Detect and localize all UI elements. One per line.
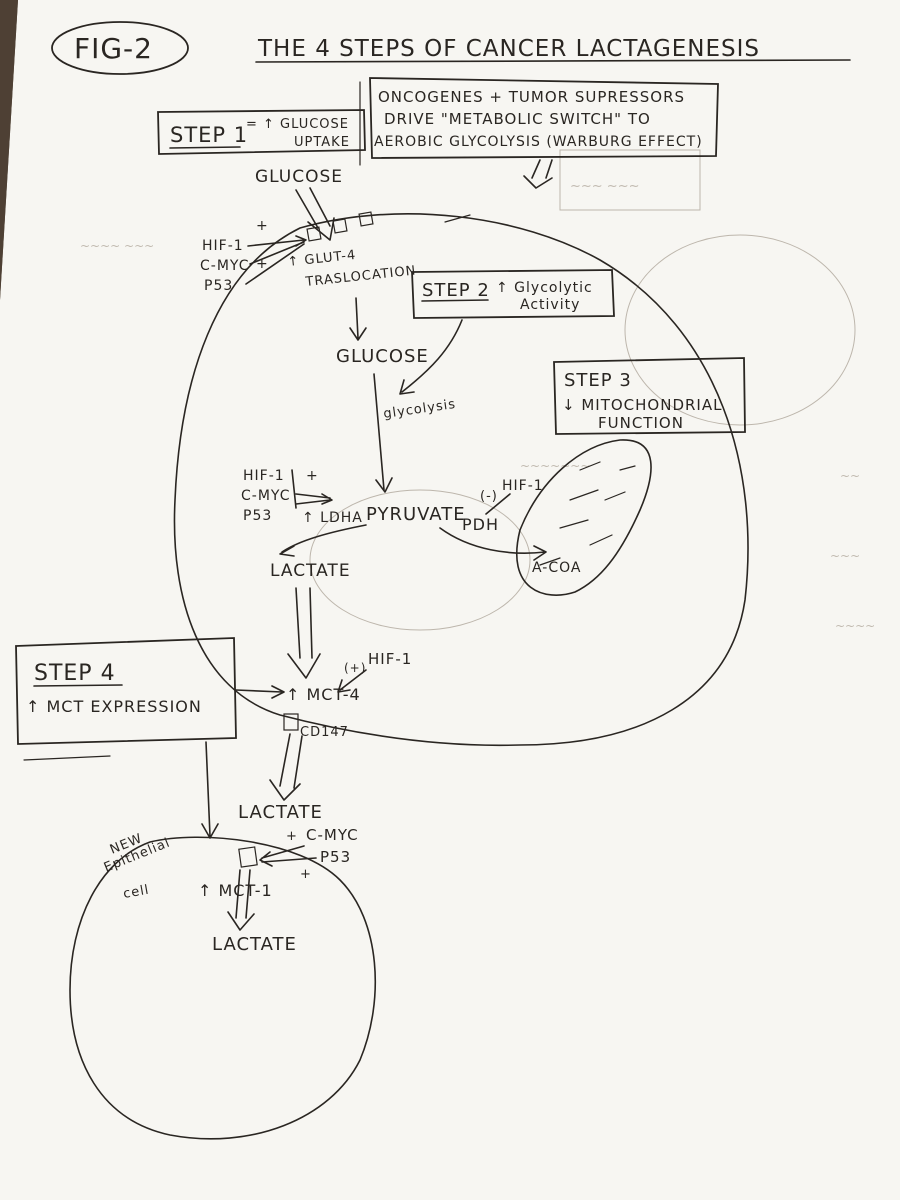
step3-text2: FUNCTION	[598, 414, 684, 432]
glut-transporter-2	[332, 218, 348, 234]
mct1-plus-b: +	[300, 867, 312, 882]
mct1-reg2: P53	[320, 848, 351, 866]
step4-text1: ↑ MCT EXPRESSION	[26, 697, 202, 716]
step2-label: STEP 2	[422, 280, 490, 301]
mct4-transporter	[283, 713, 299, 731]
glut-label: ↑ GLUT-4	[287, 248, 357, 270]
step4-label: STEP 4	[34, 661, 116, 686]
lactate-outside-label: LACTATE	[238, 802, 323, 823]
step1-text1: = ↑ GLUCOSE	[246, 117, 349, 132]
svg-text:~~~~~~~: ~~~~~~~	[520, 459, 590, 473]
reg1-plus-b: +	[256, 256, 269, 272]
mct1-plus-a: +	[286, 829, 298, 844]
arrow-to-glucose-inside	[349, 297, 367, 341]
new-cell-label3: cell	[122, 883, 151, 902]
step4-to-mct4-arrow	[235, 685, 285, 699]
lactate-inside-label: LACTATE	[270, 561, 351, 581]
reg1-plus-a: +	[256, 218, 269, 234]
svg-text:~~~~: ~~~~	[835, 619, 875, 633]
glut-transporter-3	[358, 211, 374, 227]
header-note-line2: DRIVE "METABOLIC SWITCH" TO	[384, 110, 651, 128]
header-note-line1: ONCOGENES + TUMOR SUPRESSORS	[378, 88, 685, 106]
step3-label: STEP 3	[564, 370, 632, 391]
reg1-hif1: HIF-1	[202, 238, 244, 254]
cancer-cell-membrane	[173, 213, 749, 747]
mitochondrion	[515, 439, 652, 596]
header-note-arrow	[523, 159, 553, 189]
svg-text:~~~ ~~~: ~~~ ~~~	[570, 179, 640, 194]
pdh-sign: (-)	[480, 489, 498, 504]
glut-transporter-1	[306, 226, 322, 242]
step2-underline	[421, 299, 489, 302]
step4-box	[15, 637, 237, 745]
step2-box	[411, 269, 615, 319]
paper-shadow	[0, 0, 18, 300]
mct1-import-arrow	[227, 869, 255, 931]
pdh-inhibition-arrow	[485, 493, 511, 515]
pdh-label: PDH	[462, 515, 499, 534]
reg2-p53: P53	[243, 508, 272, 524]
cd147-label: CD147	[300, 725, 349, 740]
step1-label: STEP 1	[170, 123, 248, 147]
export-arrow	[269, 733, 303, 801]
reg1-cmyc: C-MYC	[200, 258, 249, 274]
svg-text:~~~: ~~~	[830, 549, 860, 563]
figure-label-oval	[51, 21, 189, 75]
mct4-reg-arrow	[337, 669, 367, 693]
reg2-arrows	[291, 469, 333, 509]
mct4-sign: (+)	[344, 661, 366, 675]
step4-box-underline	[23, 755, 111, 761]
mct4-label: ↑ MCT-4	[286, 685, 361, 704]
reg1-arrows	[245, 235, 307, 285]
step3-box	[553, 357, 746, 435]
glucose-inside-label: GLUCOSE	[336, 346, 429, 367]
page-title: THE 4 STEPS OF CANCER LACTAGENESIS	[257, 36, 760, 62]
mct1-reg-arrows	[259, 845, 317, 867]
step2-arrow	[399, 319, 463, 395]
title-underline	[255, 59, 851, 63]
header-note-line3: AEROBIC GLYCOLYSIS (WARBURG EFFECT)	[374, 134, 703, 150]
step2-text2: Activity	[520, 297, 580, 313]
step2-text1: ↑ Glycolytic	[496, 280, 593, 296]
mct1-label: ↑ MCT-1	[198, 881, 273, 900]
step1-underline	[169, 146, 241, 149]
reg1-p53: P53	[204, 278, 233, 294]
pyruvate-to-lactate-arrow	[279, 524, 367, 557]
pyruvate-to-acoa-arrow	[439, 527, 547, 561]
header-note-box	[369, 77, 719, 159]
mitochondrion-cristae	[539, 461, 636, 566]
figure-label: FIG-2	[74, 32, 153, 65]
step1-box	[157, 109, 366, 155]
glucose-outside-label: GLUCOSE	[255, 167, 343, 187]
ldha-label: ↑ LDHA	[302, 510, 363, 526]
new-epithelial-cell-membrane	[69, 836, 377, 1140]
svg-text:~~: ~~	[840, 469, 860, 483]
reg2-cmyc: C-MYC	[241, 488, 290, 504]
mct1-reg1: C-MYC	[306, 826, 359, 844]
lactate-to-mct4-arrow	[287, 587, 321, 679]
membrane-mark	[444, 214, 471, 223]
step4-underline	[33, 684, 123, 687]
acoa-label: A-COA	[532, 560, 581, 576]
pyruvate-label: PYRUVATE	[366, 504, 466, 525]
mct4-regulator: HIF-1	[368, 650, 412, 668]
bleed-through-marks: ~~~ ~~~ ~~~~ ~~~ ~~ ~~~ ~~~~ ~~~~~~~	[80, 149, 875, 633]
reg2-hif1: HIF-1	[243, 468, 285, 484]
reg2-plus: +	[306, 468, 319, 484]
svg-text:~~~~ ~~~: ~~~~ ~~~	[80, 239, 154, 253]
pdh-regulator: HIF-1	[502, 478, 544, 494]
glycolysis-arrow	[373, 373, 393, 493]
lactate-new-cell-label: LACTATE	[212, 934, 297, 955]
step1-text2: UPTAKE	[294, 135, 350, 150]
step3-text1: ↓ MITOCHONDRIAL	[562, 396, 722, 414]
mct1-transporter	[238, 846, 258, 868]
